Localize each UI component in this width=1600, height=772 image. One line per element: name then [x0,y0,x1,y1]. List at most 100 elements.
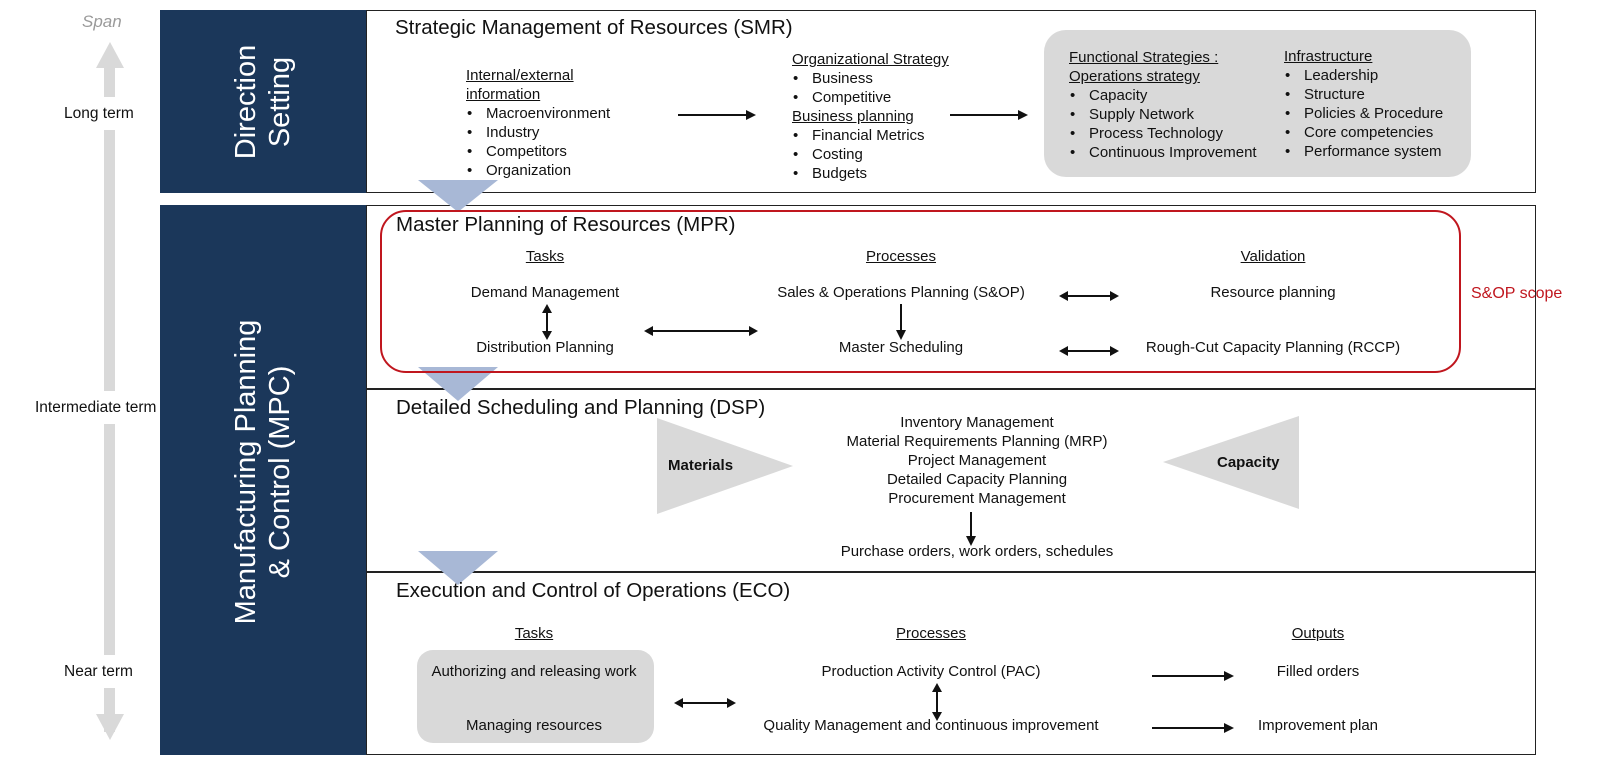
double-arrow-horizontal-icon [674,698,736,708]
mpr-validation-heading: Validation [1240,248,1306,265]
span-label: Span [82,12,122,31]
list-item: Leadership [1284,66,1443,85]
sop-process: Sales & Operations Planning (S&OP) [777,284,1025,301]
funnel-down-icon [418,180,498,212]
mpc-line-2: & Control (MPC) [264,365,296,579]
list-item: Supply Network [1069,105,1257,124]
infrastructure-list: Leadership Structure Policies & Procedur… [1284,66,1443,161]
dsp-item: Inventory Management [900,414,1054,431]
improvement-plan: Improvement plan [1257,717,1379,734]
eco-tasks-heading: Tasks [514,625,554,642]
list-item: Competitors [466,142,610,161]
mpr-tasks-heading: Tasks [525,248,565,265]
resource-planning: Resource planning [1210,284,1336,301]
quality-process: Quality Management and continuous improv… [763,717,1099,734]
list-item: Organization [466,161,610,180]
mpr-dsp-divider [366,388,1536,390]
functional-heading-line-1: Functional Strategies : [1069,49,1219,66]
list-item: Performance system [1284,142,1443,161]
dsp-title: Detailed Scheduling and Planning (DSP) [396,396,766,419]
list-item: Business [792,69,949,88]
funnel-down-icon [418,551,498,585]
rccp: Rough-Cut Capacity Planning (RCCP) [1145,339,1401,356]
list-item: Industry [466,123,610,142]
info-list: Macroenvironment Industry Competitors Or… [466,104,610,180]
double-arrow-vertical-icon [542,304,552,340]
list-item: Process Technology [1069,124,1257,143]
arrow-down-icon [966,512,976,546]
sop-scope-label: S&OP scope [1471,285,1563,302]
eco-outputs-heading: Outputs [1291,625,1345,642]
list-item: Structure [1284,85,1443,104]
list-item: Core competencies [1284,123,1443,142]
dsp-output: Purchase orders, work orders, schedules [840,543,1114,560]
list-item: Costing [792,145,949,164]
dsp-items-block: Inventory Management Material Requiremen… [847,413,1108,508]
term-long-label: Long term [56,97,174,130]
list-item: Continuous Improvement [1069,143,1257,162]
capacity-label: Capacity [1217,454,1280,471]
info-heading-line-2: information [466,86,541,103]
info-heading-line-1: Internal/external [466,67,574,84]
list-item: Policies & Procedure [1284,104,1443,123]
list-item: Capacity [1069,86,1257,105]
dsp-item: Detailed Capacity Planning [886,471,1068,488]
sop-scope-outline [380,210,1461,373]
arrow-right-icon [950,110,1028,120]
list-item: Budgets [792,164,949,183]
task-managing: Managing resources [466,717,602,734]
direction-setting-line-2: Setting [264,56,296,147]
list-item: Financial Metrics [792,126,949,145]
materials-label: Materials [668,457,734,474]
task-authorizing: Authorizing and releasing work [431,663,637,680]
direction-setting-line-1: Direction [230,44,262,159]
eco-processes-heading: Processes [895,625,967,642]
double-arrow-horizontal-icon [1059,291,1119,301]
direction-setting-label: Direction Setting [229,44,297,158]
materials-triangle-icon [657,418,793,514]
arrow-down-icon [896,304,906,340]
dsp-eco-divider [366,571,1536,573]
span-arrow-down-icon [96,714,124,740]
double-arrow-horizontal-icon [1059,346,1119,356]
dsp-item: Project Management [907,452,1047,469]
org-strategy-list: Business Competitive [792,69,949,107]
direction-setting-sidebar: Direction Setting [160,10,366,193]
functional-heading-line-2: Operations strategy [1069,68,1200,85]
funnel-down-icon [418,367,498,401]
demand-management: Demand Management [470,284,620,301]
dsp-item: Material Requirements Planning (MRP) [846,433,1108,450]
mpr-title: Master Planning of Resources (MPR) [396,213,736,236]
span-arrow-up-icon [96,42,124,68]
arrow-right-icon [1152,671,1234,681]
distribution-planning: Distribution Planning [476,339,614,356]
arrow-right-icon [678,110,756,120]
business-planning-list: Financial Metrics Costing Budgets [792,126,949,183]
list-item: Macroenvironment [466,104,610,123]
smr-strategy-block: Organizational Strategy Business Competi… [792,50,949,183]
master-scheduling: Master Scheduling [838,339,964,356]
mpc-box [366,205,1536,755]
list-item: Competitive [792,88,949,107]
mpr-processes-heading: Processes [865,248,937,265]
arrow-right-icon [1152,723,1234,733]
dsp-item: Procurement Management [888,490,1066,507]
eco-tasks-box [417,650,654,743]
business-planning-heading: Business planning [792,108,914,125]
functional-list: Capacity Supply Network Process Technolo… [1069,86,1257,162]
double-arrow-horizontal-icon [644,326,758,336]
functional-strategies-block: Functional Strategies : Operations strat… [1069,48,1257,162]
pac-process: Production Activity Control (PAC) [821,663,1041,680]
double-arrow-vertical-icon [932,683,942,721]
org-strategy-heading: Organizational Strategy [792,51,949,68]
mpc-label: Manufacturing Planning & Control (MPC) [229,320,297,625]
smr-title: Strategic Management of Resources (SMR) [395,16,793,39]
filled-orders: Filled orders [1276,663,1360,680]
mpc-line-1: Manufacturing Planning [230,319,262,625]
capacity-triangle-icon [1163,416,1299,509]
eco-title: Execution and Control of Operations (ECO… [396,579,791,602]
smr-box [366,10,1536,193]
mpc-sidebar: Manufacturing Planning & Control (MPC) [160,205,366,755]
smr-info-block: Internal/external information Macroenvir… [466,66,610,180]
infrastructure-heading: Infrastructure [1284,48,1373,65]
